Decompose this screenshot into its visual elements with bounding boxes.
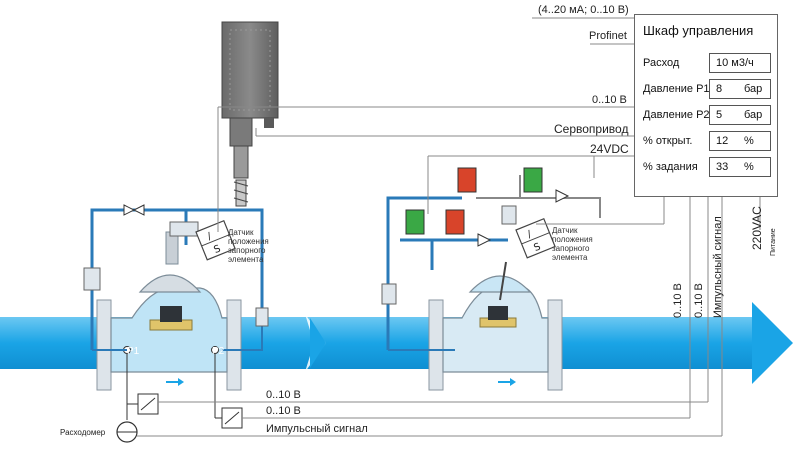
bottom-line2-label: 0..10 В: [266, 405, 301, 417]
cabinet-row-label-setpoint: % задания: [643, 161, 698, 173]
cabinet-value-text: 33: [716, 161, 729, 173]
p1-label: P1: [127, 346, 140, 357]
cabinet-row-label-p1: Давление P1: [643, 83, 710, 95]
cabinet-row-label-flow: Расход: [643, 57, 680, 69]
svg-text:/: /: [206, 231, 214, 243]
signal-lines: [217, 17, 761, 436]
vertical-label-5: Питание: [770, 228, 777, 256]
cabinet-unit-text: бар: [744, 109, 763, 121]
analog-top-label: 0..10 В: [592, 94, 627, 106]
power-24-label: 24VDC: [590, 142, 629, 156]
cabinet-value-text: 8: [716, 83, 723, 95]
control-cabinet: Шкаф управления Расход 10 м3/ч Давление …: [634, 14, 778, 197]
left-sensor-label: Датчик положения запорного элемента: [228, 228, 269, 264]
left-valve: / S: [83, 204, 269, 391]
svg-text:/: /: [526, 229, 534, 241]
vertical-label-4: 220VAC: [750, 206, 764, 250]
flowmeter-label: Расходомер: [60, 428, 106, 437]
vertical-label-2: 0..10 В: [693, 283, 705, 318]
cabinet-value-text: 5: [716, 109, 723, 121]
cabinet-value-p1: 8 бар: [709, 79, 771, 99]
cabinet-value-p2: 5 бар: [709, 105, 771, 125]
cabinet-unit-text: %: [744, 161, 754, 173]
cabinet-unit-text: %: [744, 135, 754, 147]
cabinet-value-setpoint: 33 %: [709, 157, 771, 177]
cabinet-value-text: 12: [716, 135, 729, 147]
vertical-label-1: 0..10 В: [672, 283, 684, 318]
cabinet-row-label-open: % открыт.: [643, 135, 693, 147]
vertical-label-3: Импульсный сигнал: [712, 216, 724, 318]
p2-label: P2: [212, 346, 225, 357]
svg-text:S: S: [212, 243, 222, 256]
cabinet-value-flow: 10 м3/ч: [709, 53, 771, 73]
cabinet-unit-text: бар: [744, 83, 763, 95]
svg-text:S: S: [532, 241, 542, 254]
bottom-line1-label: 0..10 В: [266, 389, 301, 401]
bottom-line3-label: Импульсный сигнал: [266, 423, 368, 435]
signal-range-label: (4..20 мА; 0..10 В): [538, 4, 629, 16]
cabinet-row-label-p2: Давление P2: [643, 109, 710, 121]
servo-label: Сервопривод: [554, 122, 629, 136]
left-transmitters: [116, 354, 722, 443]
cabinet-value-text: 10 м3/ч: [716, 57, 754, 69]
cabinet-title: Шкаф управления: [643, 23, 754, 38]
servo-actuator: [221, 21, 279, 207]
right-valve: / S: [381, 167, 601, 391]
right-sensor-label: Датчик положения запорного элемента: [552, 226, 593, 262]
cabinet-value-open: 12 %: [709, 131, 771, 151]
profinet-label: Profinet: [589, 30, 627, 42]
